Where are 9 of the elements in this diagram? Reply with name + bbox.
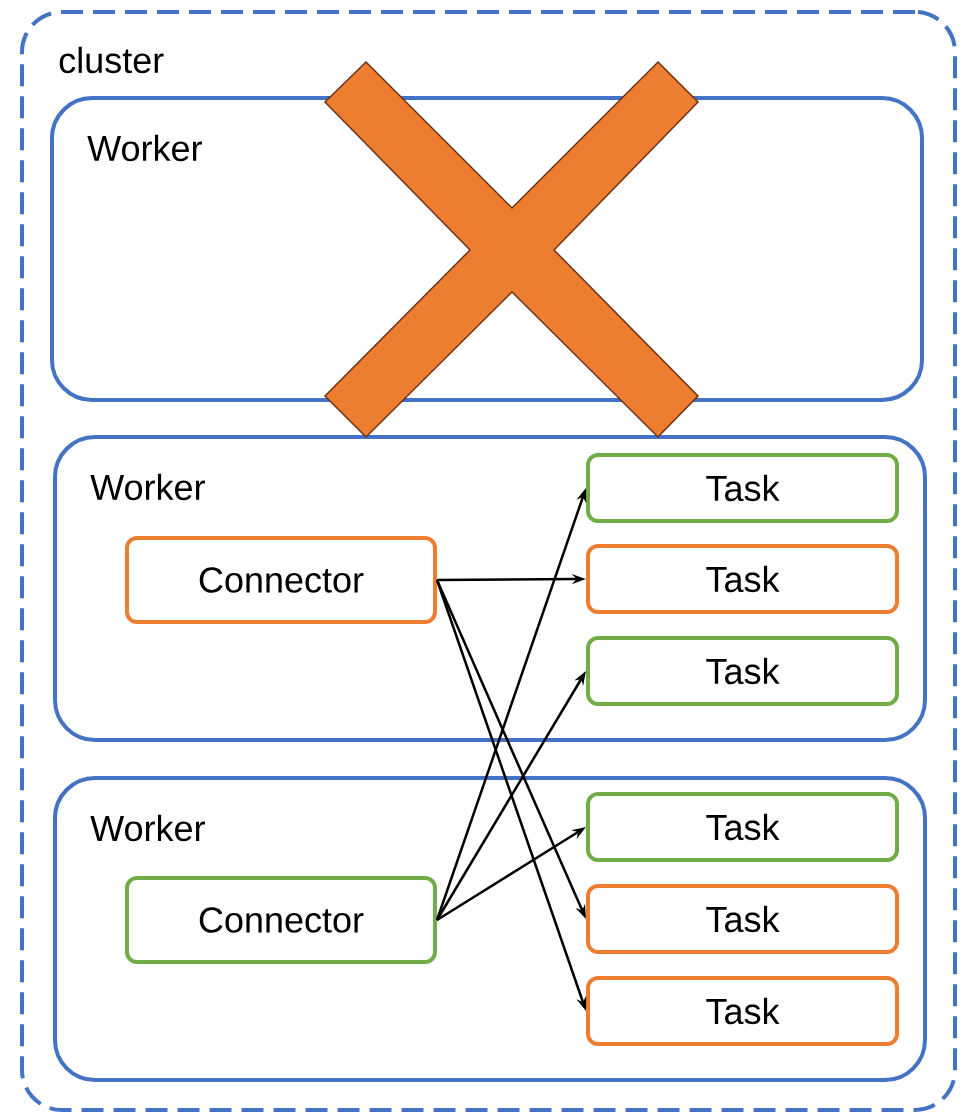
connector-box: Connector: [125, 876, 437, 964]
task-box: Task: [586, 792, 899, 862]
task-box: Task: [586, 884, 899, 954]
task-box: Task: [586, 453, 899, 523]
connector-box: Connector: [125, 536, 437, 624]
task-box: Task: [586, 636, 899, 706]
worker-box: Worker: [50, 96, 924, 402]
task-box: Task: [586, 544, 899, 614]
task-box: Task: [586, 976, 899, 1046]
